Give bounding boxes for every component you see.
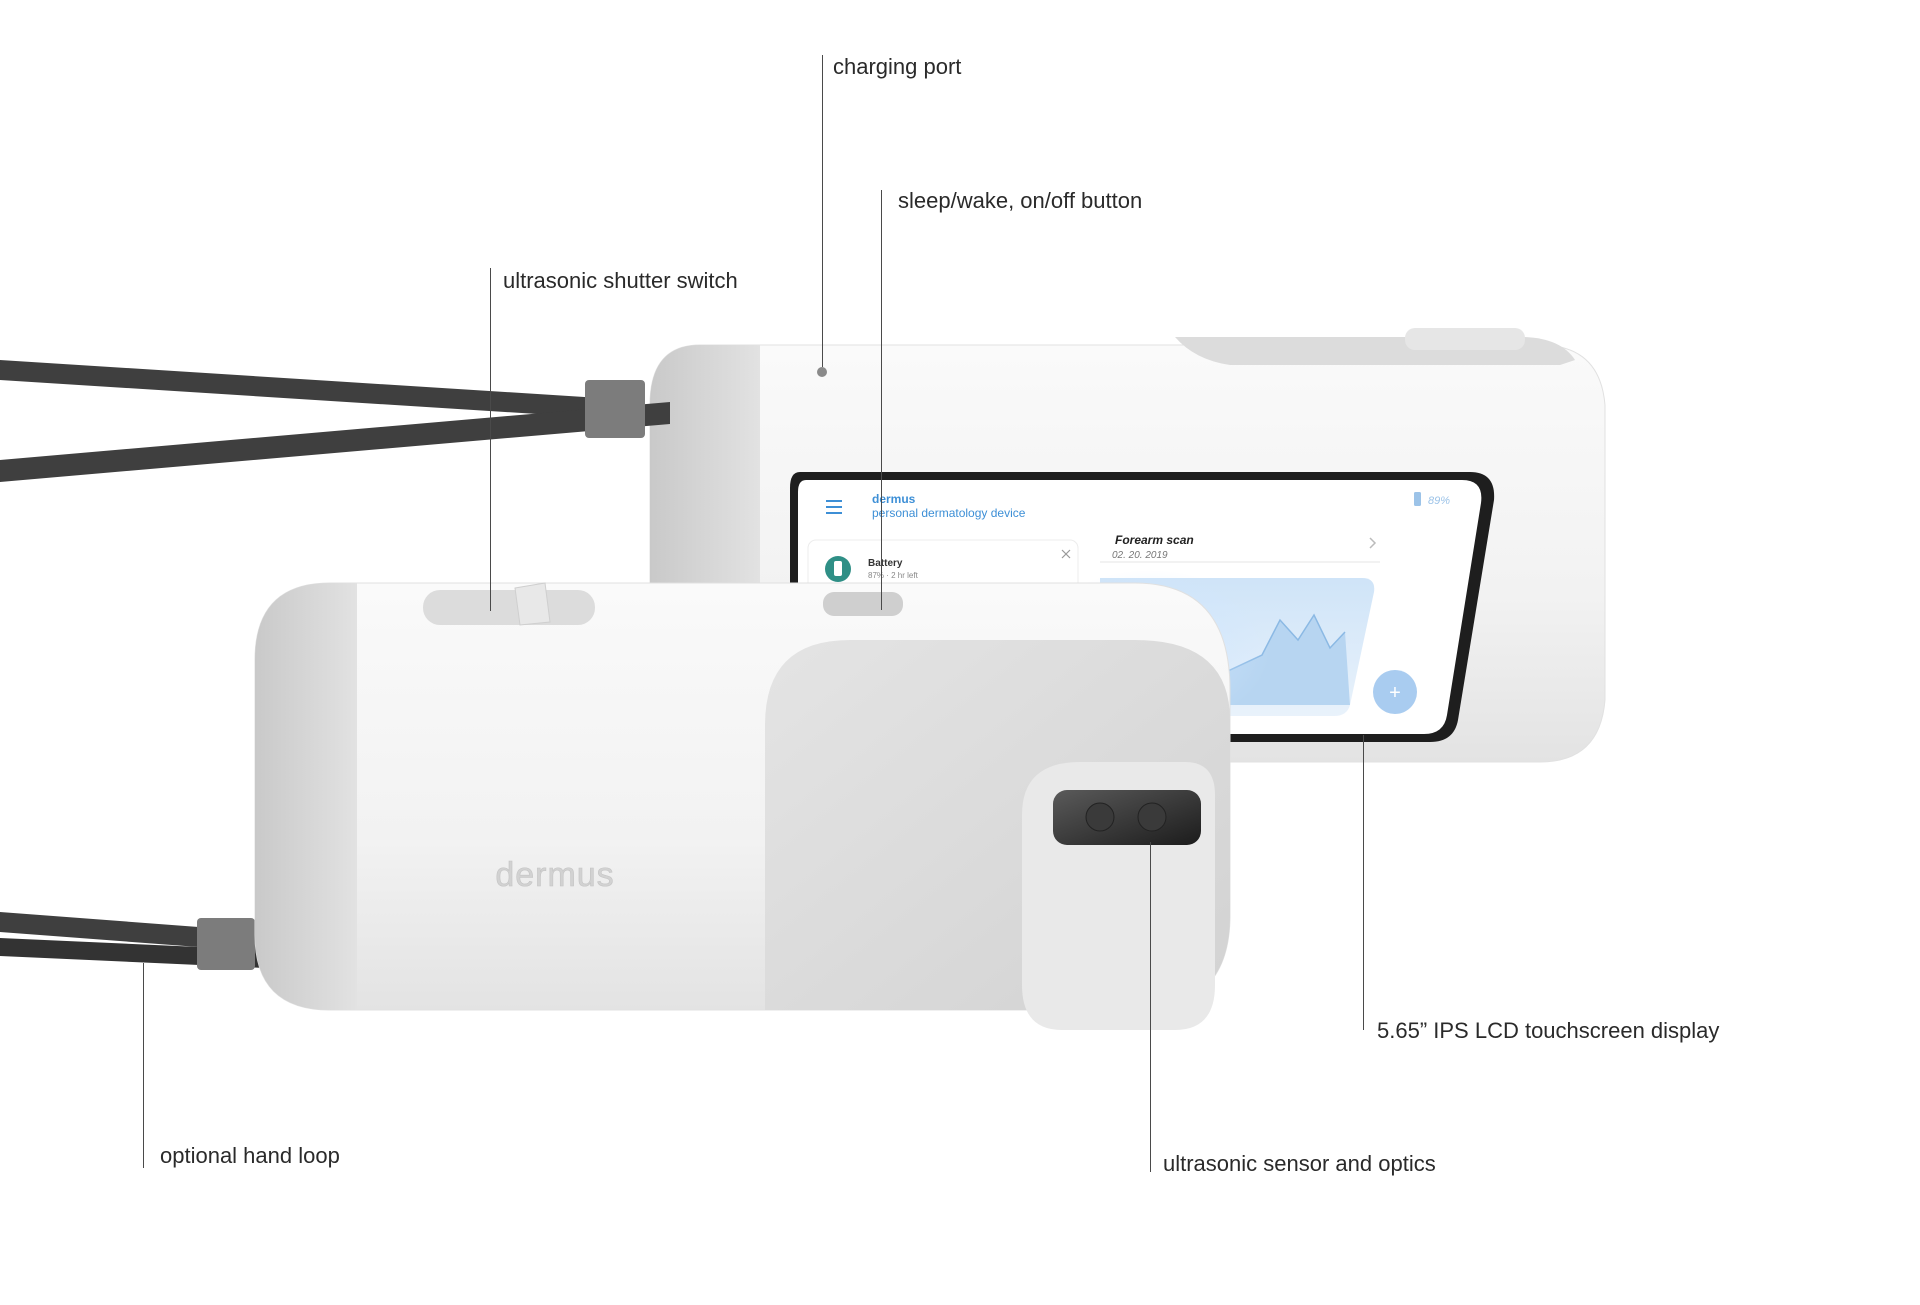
close-icon[interactable] [1061, 549, 1071, 559]
chevron-right-icon[interactable] [1369, 537, 1377, 549]
battery-percent: 89% [1428, 495, 1450, 507]
callout-line-shutter-switch [490, 268, 491, 611]
shutter-switch-knob[interactable] [514, 582, 551, 626]
callout-charging-port: charging port [833, 54, 962, 79]
callout-sensor: ultrasonic sensor and optics [1163, 1151, 1436, 1176]
optics-lens-left [1085, 802, 1115, 832]
front-device: dermus [254, 570, 1270, 1030]
app-header: dermus personal dermatology device 89% [826, 492, 1450, 520]
callout-line-sleep-wake [881, 190, 882, 610]
hand-loop-strap [0, 360, 670, 970]
app-subtitle: personal dermatology device [872, 506, 1026, 520]
optics-lens-right [1137, 802, 1167, 832]
battery-icon [1414, 492, 1421, 506]
battery-card-detail: 87% · 2 hr left [868, 571, 919, 580]
rear-device-end-cap [650, 345, 760, 590]
app-name: dermus [872, 492, 916, 506]
callout-line-display [1363, 735, 1364, 1030]
ultrasonic-sensor-window [1053, 790, 1201, 845]
rear-top-bump [1405, 328, 1525, 350]
hamburger-icon[interactable] [826, 500, 842, 514]
strap-lower [0, 402, 670, 482]
callout-hand-loop: optional hand loop [160, 1143, 340, 1168]
callout-display: 5.65” IPS LCD touchscreen display [1377, 1018, 1720, 1043]
callout-line-sensor [1150, 842, 1151, 1172]
add-scan-button-label: + [1389, 682, 1401, 704]
callout-sleep-wake: sleep/wake, on/off button [898, 188, 1143, 213]
shutter-switch-slot [423, 590, 595, 625]
strap-clip-bottom [197, 918, 255, 970]
battery-card-title: Battery [868, 558, 903, 569]
scan-chart-area [1100, 615, 1350, 705]
device-brand-logo: dermus [495, 856, 614, 894]
front-device-end-cap [255, 583, 357, 1010]
scan-date: 02. 20. 2019 [1112, 550, 1168, 561]
add-scan-button[interactable]: + [1373, 670, 1417, 714]
callout-line-hand-loop [143, 963, 144, 1168]
callout-line-charging-port [822, 55, 823, 367]
scan-title: Forearm scan [1115, 533, 1194, 547]
strap-upper [0, 360, 600, 418]
charging-port [817, 367, 827, 377]
strap-clip-top [585, 380, 645, 438]
sleep-wake-button[interactable] [823, 592, 903, 616]
callout-shutter-switch: ultrasonic shutter switch [503, 268, 738, 293]
